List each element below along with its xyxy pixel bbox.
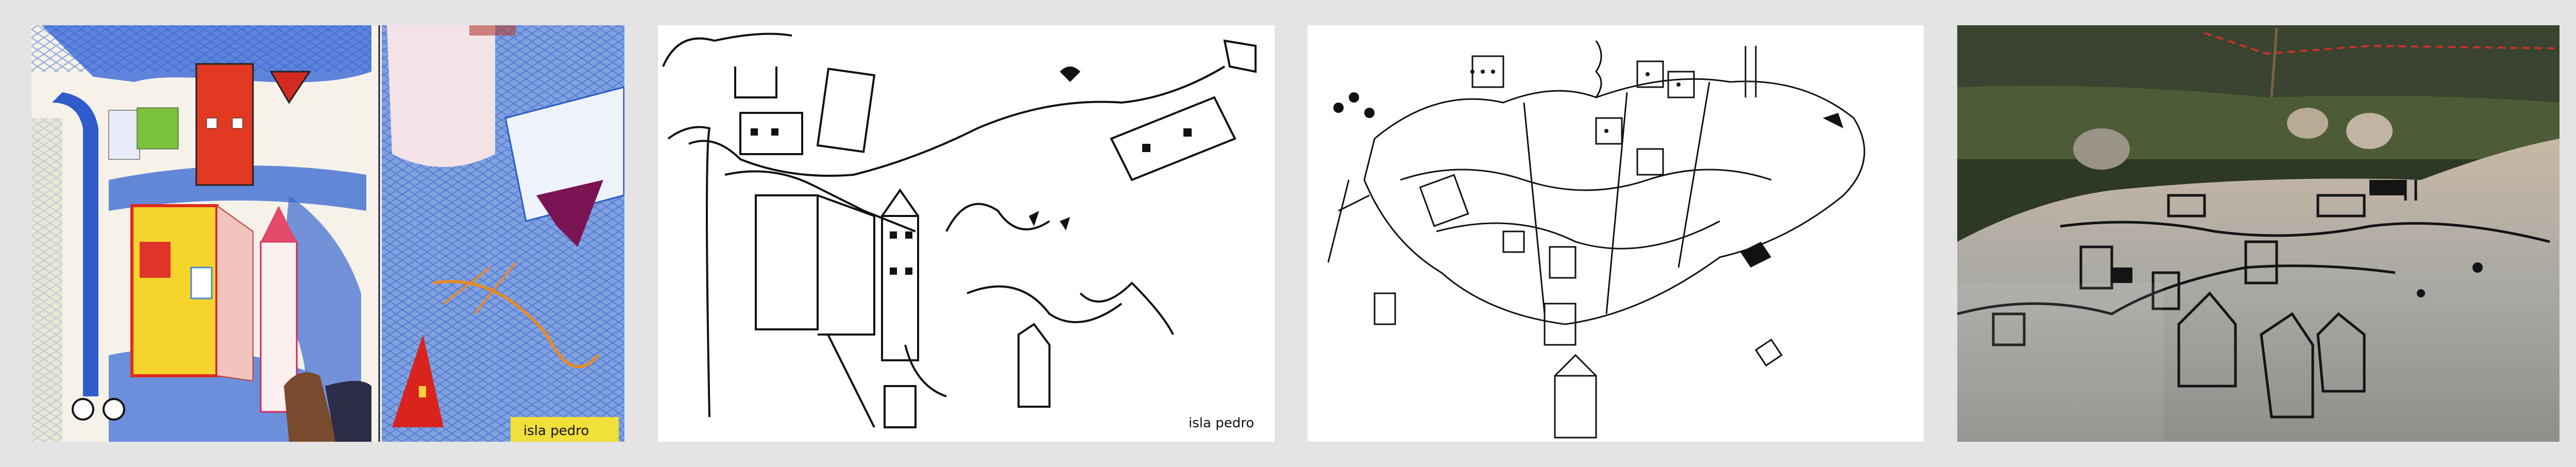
line-tracing-illustration: isla pedro — [662, 32, 1257, 431]
rock-photo-illustration — [1957, 25, 2560, 442]
line-tracing-image: isla pedro — [658, 25, 1275, 442]
isla-pedro-lettering-2: isla pedro — [1189, 415, 1254, 431]
painted-children-drawing-image: isla pedro — [31, 25, 624, 442]
village-map-drawing-image — [1308, 25, 1924, 442]
isla-pedro-lettering: isla pedro — [523, 423, 589, 439]
rock-engraving-photo — [1957, 25, 2560, 442]
painted-drawing-illustration: isla pedro — [31, 25, 624, 442]
village-map-illustration — [1327, 40, 1866, 439]
